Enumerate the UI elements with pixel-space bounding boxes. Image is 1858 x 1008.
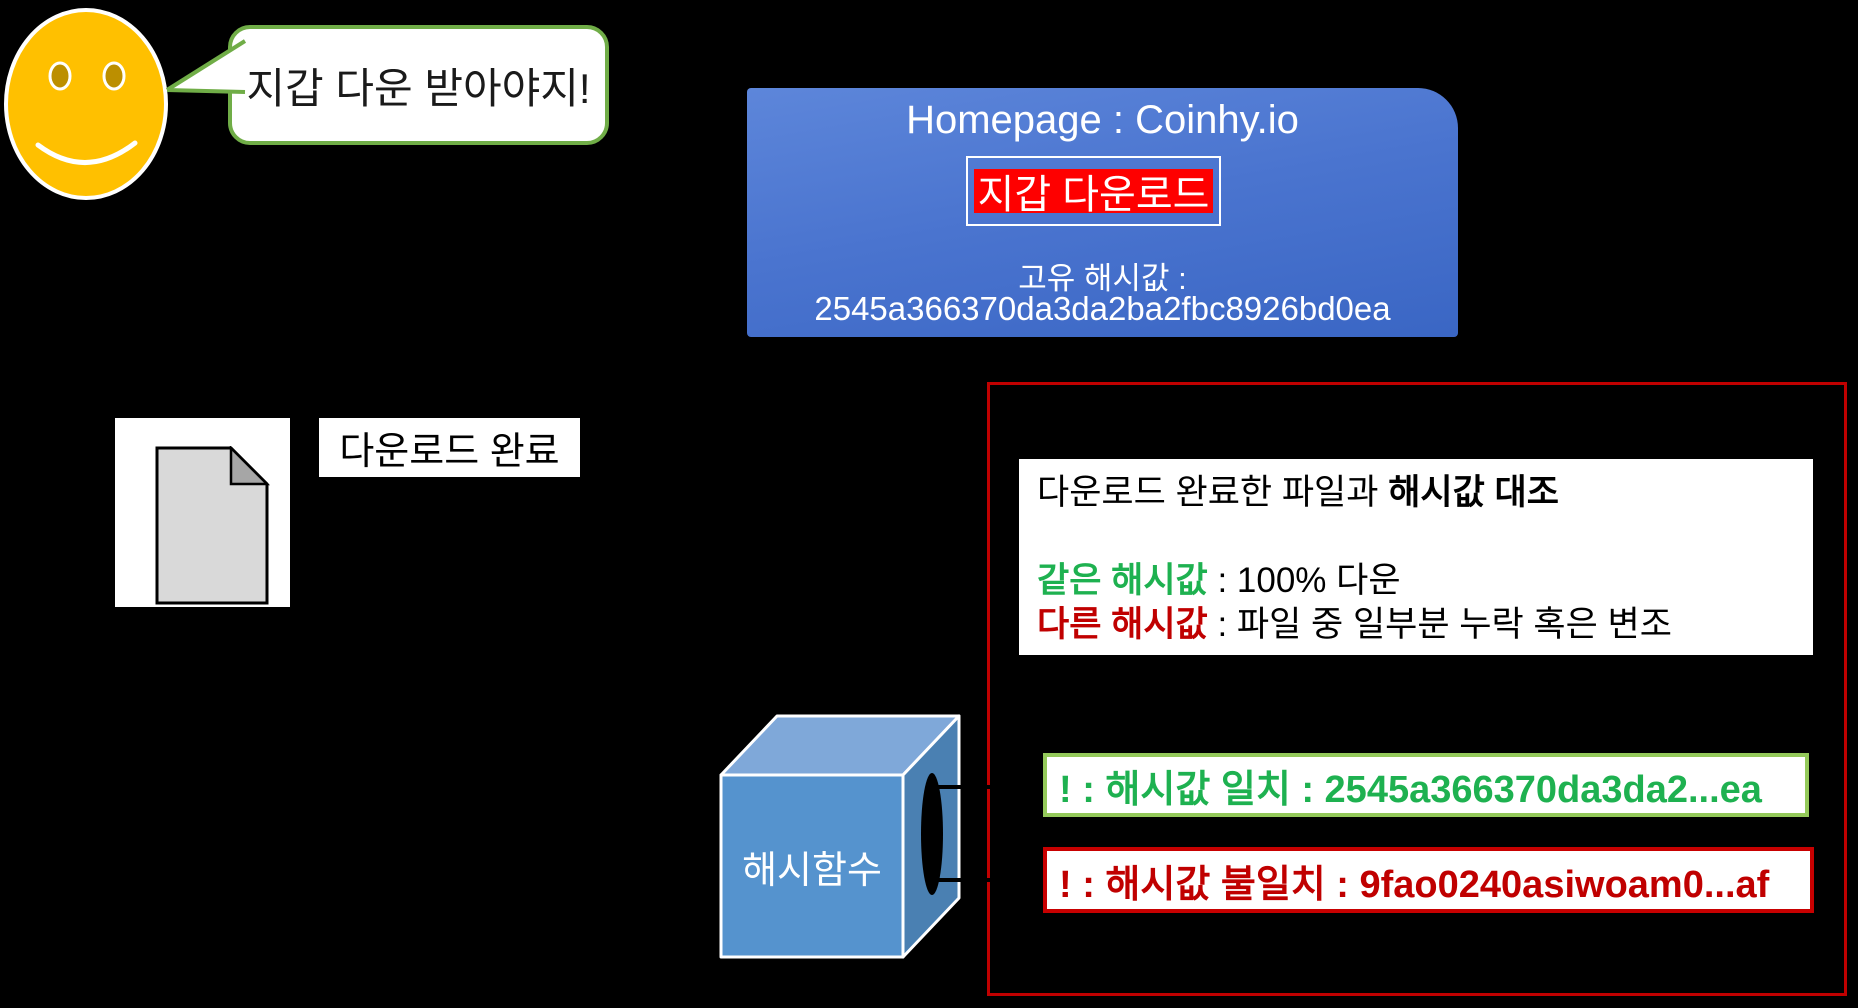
document-fold [229,446,271,486]
same-hash-label: 같은 해시값 [1037,561,1208,600]
unique-hash-value: 2545a366370da3da2ba2fbc8926bd0ea [814,290,1391,327]
hash-mismatch-result: ! : 해시값 불일치 : 9fao0240asiwoam0...af [1043,847,1814,913]
connector-line-top [933,785,1005,789]
hash-mismatch-text: ! : 해시값 불일치 : 9fao0240asiwoam0...af [1059,863,1770,906]
same-hash-line: 같은 해시값 : 100% 다운 [1037,559,1813,603]
smiley-left-eye [48,61,72,91]
hash-function-label: 해시함수 [721,779,903,953]
homepage-card: Homepage : Coinhy.io 지갑 다운로드 고유 해시값 : 25… [747,88,1458,337]
verification-panel [987,382,1847,996]
hash-function-text: 해시함수 [742,849,882,892]
downloaded-file-card [115,418,290,607]
smiley-face-icon [4,8,168,200]
diff-hash-line: 다른 해시값 : 파일 중 일부분 누락 혹은 변조 [1037,603,1813,647]
smiley-smile [35,140,138,165]
wallet-download-button-label: 지갑 다운로드 [977,173,1210,217]
hash-comparison-info: 다운로드 완료한 파일과 해시값 대조 같은 해시값 : 100% 다운 다른 … [1019,459,1813,655]
hash-function-cube-icon [719,714,961,959]
speech-bubble: 지갑 다운 받아야지! [228,25,609,145]
download-complete-label: 다운로드 완료 [319,418,580,477]
connector-line-bottom [933,878,1005,882]
speech-bubble-text: 지갑 다운 받아야지! [246,64,591,112]
homepage-title: Homepage : Coinhy.io [906,98,1299,142]
smiley-right-eye [102,61,126,91]
document-icon [155,446,271,605]
unique-hash-caption: 고유 해시값 : [1018,261,1187,296]
download-complete-text: 다운로드 완료 [339,431,560,473]
hash-match-result: ! : 해시값 일치 : 2545a366370da3da2...ea [1043,753,1809,817]
hash-match-text: ! : 해시값 일치 : 2545a366370da3da2...ea [1059,768,1762,811]
diff-hash-desc: : 파일 중 일부분 누락 혹은 변조 [1207,605,1672,644]
diff-hash-label: 다른 해시값 [1037,605,1208,644]
wallet-download-button-frame: 지갑 다운로드 [966,156,1221,226]
comparison-spacer [1037,515,1813,559]
comparison-heading-bold: 해시값 대조 [1388,473,1559,512]
comparison-heading: 다운로드 완료한 파일과 해시값 대조 [1037,471,1813,515]
speech-bubble-tail [165,39,247,94]
cube-slot-hole [921,773,943,895]
comparison-heading-regular: 다운로드 완료한 파일과 [1037,473,1389,512]
wallet-download-button[interactable]: 지갑 다운로드 [974,169,1213,217]
same-hash-desc: : 100% 다운 [1207,561,1401,600]
